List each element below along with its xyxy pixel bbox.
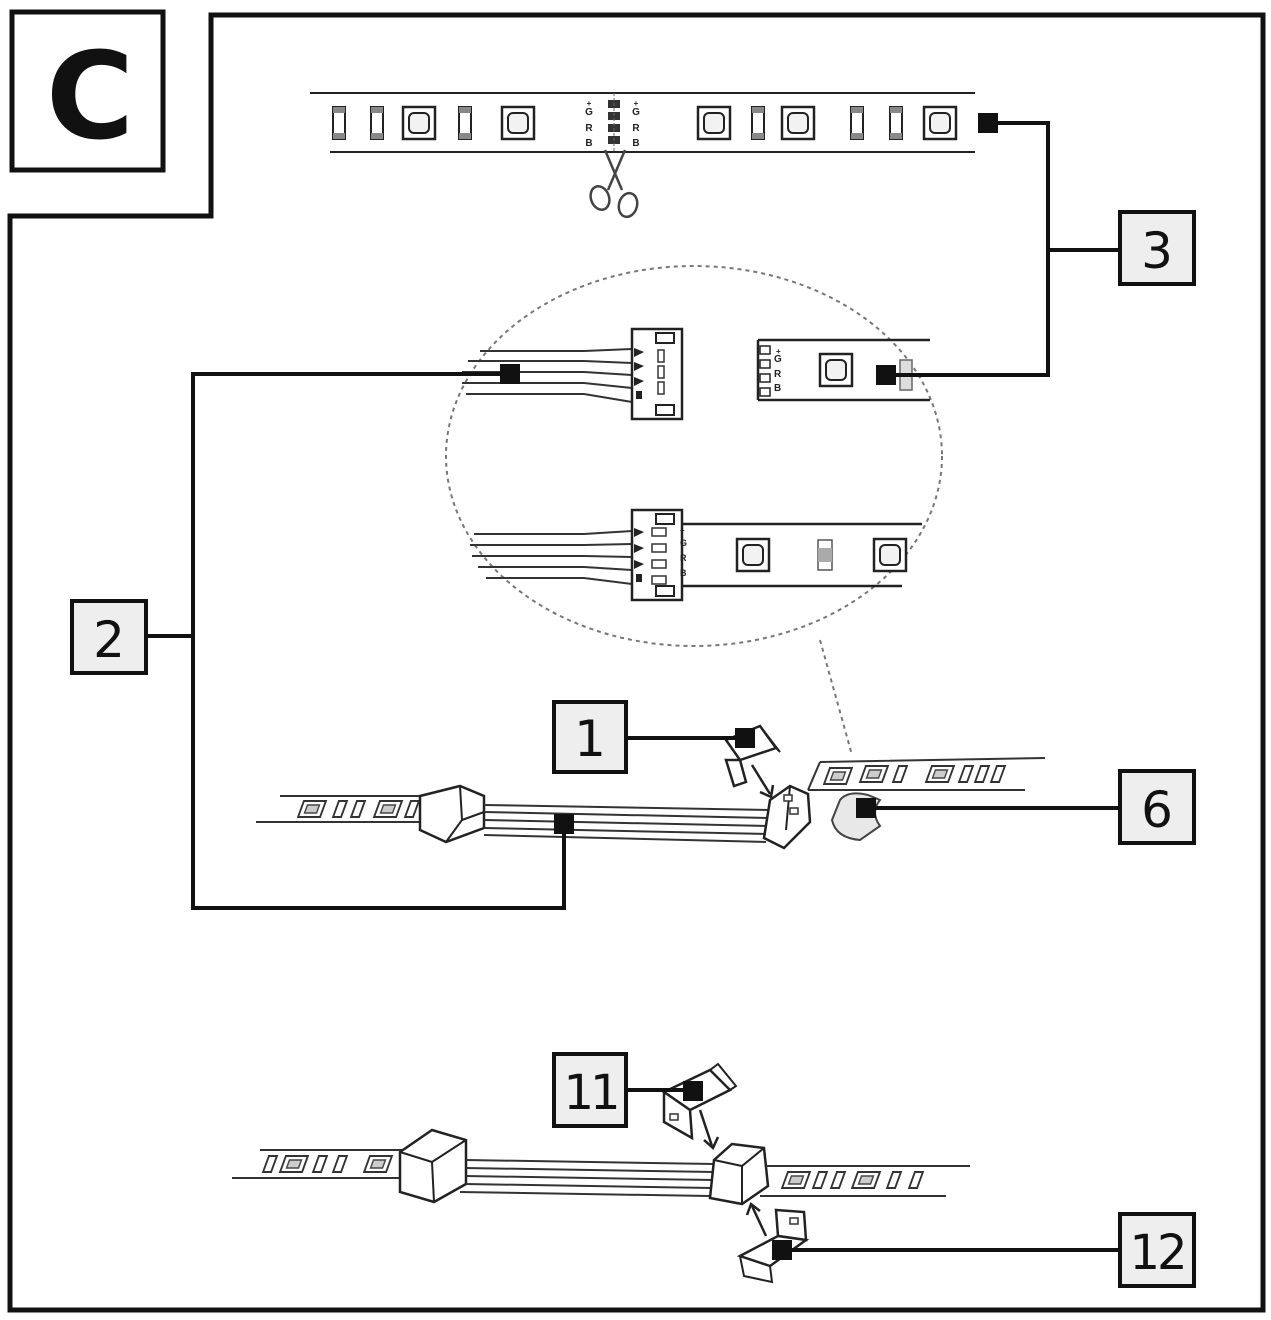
pad-label-g-left: G [585, 107, 593, 118]
middle-assembly [256, 724, 1046, 850]
section-letter: C [46, 28, 134, 167]
zoom-pad-b: B [774, 383, 781, 394]
zoom2-pad-plus: + [680, 526, 685, 535]
callout-2-label: 2 [93, 611, 125, 669]
bottom-cable [459, 1159, 715, 1197]
arrow-down-icon [750, 764, 775, 799]
callout-12: 12 [1118, 1212, 1196, 1288]
zoom-detail: + G R B [445, 265, 943, 756]
arrow-up-icon [745, 1201, 768, 1237]
pad-label-g-right: G [632, 107, 640, 118]
middle-strip-left [256, 795, 438, 823]
arrow-down-icon [698, 1109, 720, 1151]
callout-6: 6 [1118, 769, 1196, 845]
callout-1-label: 1 [574, 710, 606, 768]
middle-cable [483, 804, 771, 843]
zoom-connector-bottom: + G R B [630, 508, 687, 602]
zoom2-pad-g: G [680, 538, 687, 548]
zoom-pad-plus: + [776, 347, 781, 356]
zoom2-pad-r: R [680, 553, 687, 563]
pad-label-b-right: B [632, 138, 639, 149]
led-strip-top: + G R B + G R B [310, 92, 975, 219]
callout-6-label: 6 [1141, 781, 1173, 839]
middle-connector-right [762, 784, 812, 850]
zoom-cable-bottom [470, 530, 633, 585]
zoom-connector-top [630, 327, 684, 421]
section-letter-box: C [9, 9, 166, 173]
pad-label-r-left: R [585, 123, 593, 134]
bottom-strip-right [760, 1165, 970, 1197]
middle-strip-right [807, 757, 1046, 842]
leader-anchors [500, 113, 998, 1260]
zoom-pad-r: R [774, 369, 782, 380]
pad-label-b-left: B [585, 138, 592, 149]
zoom2-pad-b: B [680, 568, 687, 578]
pad-label-plus-left: + [587, 99, 592, 108]
callout-11: 11 [552, 1052, 628, 1128]
zoom-pad-g: G [774, 354, 782, 365]
callout-1: 1 [552, 700, 628, 774]
bottom-strip-left [232, 1149, 420, 1179]
callout-12-label: 12 [1129, 1225, 1184, 1281]
pad-label-plus-right: + [634, 99, 639, 108]
leader-lines [146, 121, 1120, 1252]
zoom-strip-connected [682, 522, 922, 588]
outer-frame [7, 12, 1266, 1313]
callout-11-label: 11 [563, 1065, 617, 1121]
bottom-connector-left [398, 1128, 468, 1204]
callout-2: 2 [70, 599, 148, 675]
middle-connector-left [418, 784, 486, 844]
callout-3: 3 [1118, 210, 1196, 286]
scissors-icon [589, 149, 639, 219]
callout-3-label: 3 [1141, 222, 1173, 280]
bottom-connector-right [708, 1142, 770, 1206]
pad-label-r-right: R [632, 123, 640, 134]
zoom-strip-end: + G R B [756, 338, 930, 402]
cut-pads: + G R B + G R B [585, 93, 640, 152]
